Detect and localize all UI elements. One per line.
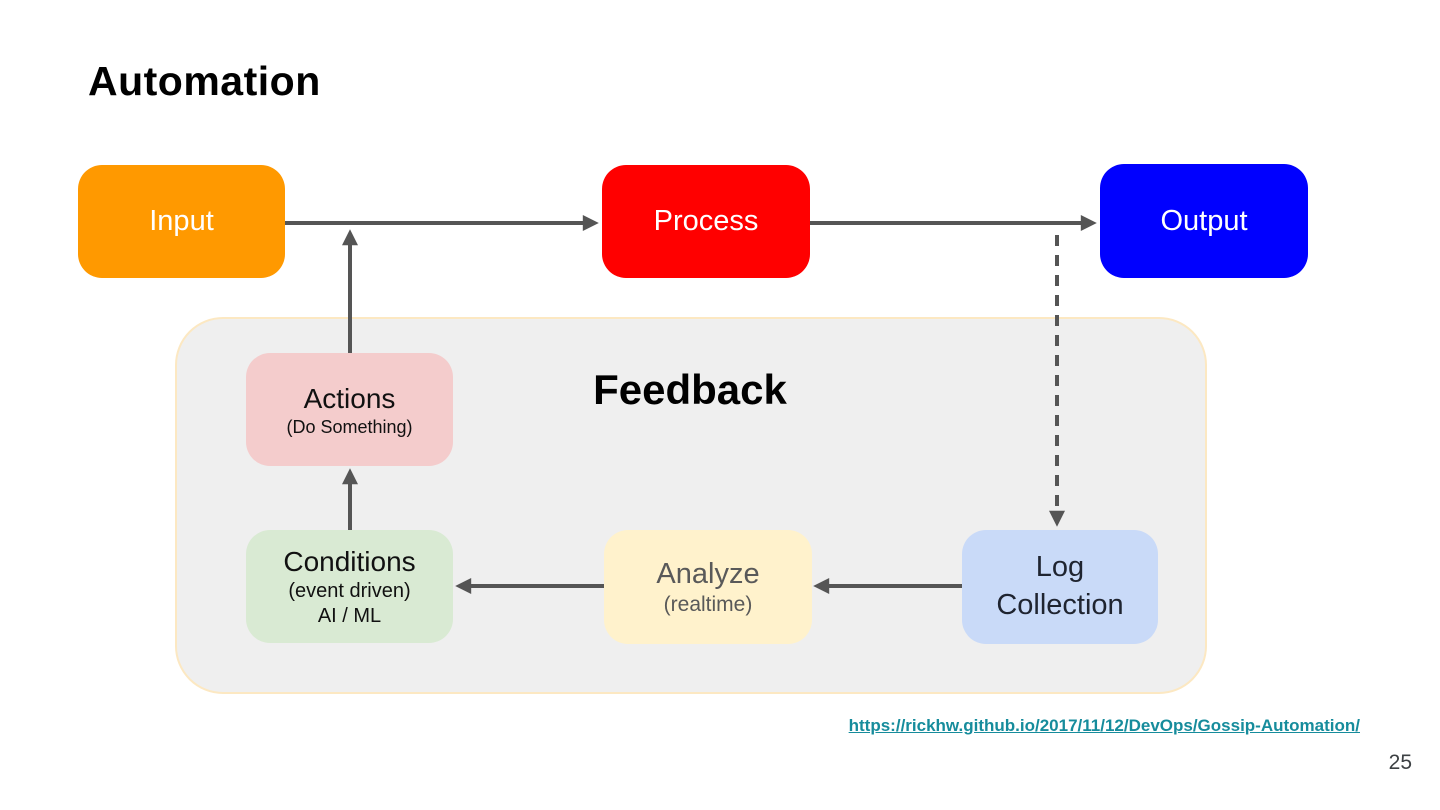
node-actions-sublabel: (Do Something) bbox=[286, 416, 413, 437]
node-analyze-sublabel: (realtime) bbox=[663, 593, 753, 616]
node-log-collection: Log Collection bbox=[962, 530, 1158, 644]
node-actions-label: Actions bbox=[303, 382, 396, 414]
node-conditions-sublabel: (event driven) bbox=[288, 580, 411, 602]
node-actions: Actions (Do Something) bbox=[246, 353, 453, 466]
page-number: 25 bbox=[1388, 751, 1412, 774]
feedback-label: Feedback bbox=[593, 366, 787, 413]
node-conditions-sublabel2: AI / ML bbox=[317, 605, 382, 627]
node-analyze-label: Analyze bbox=[656, 557, 760, 590]
node-output-label: Output bbox=[1160, 204, 1248, 237]
slide-title: Automation bbox=[88, 58, 321, 104]
node-process-label: Process bbox=[653, 205, 759, 238]
node-input-label: Input bbox=[149, 205, 214, 238]
node-conditions-label: Conditions bbox=[283, 546, 416, 577]
node-analyze: Analyze (realtime) bbox=[604, 530, 812, 644]
node-process: Process bbox=[602, 165, 810, 278]
node-conditions: Conditions (event driven) AI / ML bbox=[246, 530, 453, 643]
node-log-collection-label: Log Collection bbox=[996, 551, 1124, 621]
node-input: Input bbox=[78, 165, 285, 278]
node-output: Output bbox=[1100, 164, 1308, 278]
source-link[interactable]: https://rickhw.github.io/2017/11/12/DevO… bbox=[848, 716, 1360, 735]
